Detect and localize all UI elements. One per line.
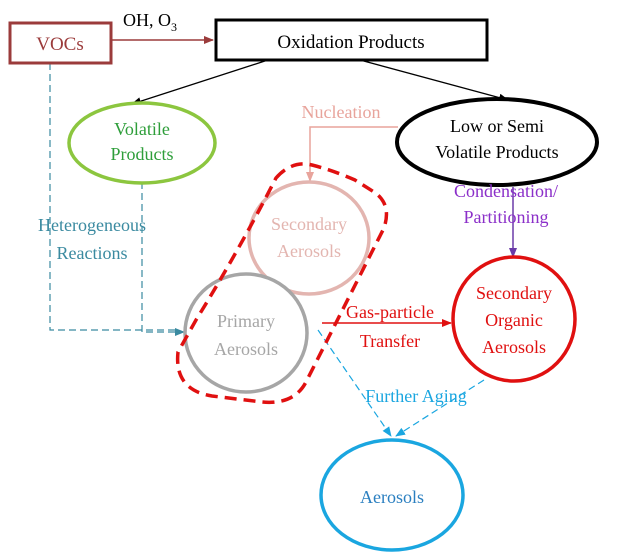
edge-gas-particle-label-1: Gas-particle [346, 302, 434, 322]
node-primary-label-2: Aerosols [214, 339, 278, 359]
node-volatile-ellipse [67, 101, 217, 185]
node-volatile-label-1: Volatile [114, 119, 170, 139]
aerosol-group-outline [175, 162, 389, 405]
edge-oh-o3-label: OH, O3 [123, 10, 177, 34]
edge-nucleation-label: Nucleation [302, 102, 381, 122]
node-soa-label-3: Aerosols [482, 337, 546, 357]
node-soa-ellipse [451, 255, 577, 383]
edge-condensation-label-2: Partitioning [464, 207, 549, 227]
edge-volatile-to-primary [141, 182, 185, 336]
edge-heterogeneous-label-1: Heterogeneous [38, 215, 146, 235]
node-aerosols-ellipse [319, 438, 465, 552]
node-oxidation-label: Oxidation Products [277, 32, 424, 53]
node-lowsemi-label-2: Volatile Products [435, 142, 558, 162]
node-aerosols-label: Aerosols [360, 487, 424, 507]
edge-condensation-label-1: Condensation/ [454, 181, 558, 201]
edge-nucleation [306, 126, 398, 182]
edge-gas-particle-label-2: Transfer [360, 331, 420, 351]
edge-vocs-to-primary [49, 52, 175, 331]
edge-oxidation-to-lowsemi [359, 59, 509, 102]
node-oxidation-box [214, 18, 489, 62]
node-soa-label-2: Organic [485, 310, 543, 330]
node-lowsemi-ellipse [395, 97, 599, 187]
node-secondary-ellipse [247, 180, 371, 296]
edge-further-aging-label: Further Aging [365, 386, 467, 406]
node-primary-label-1: Primary [217, 311, 275, 331]
node-secondary-label-1: Secondary [271, 214, 347, 234]
node-vocs-box [8, 21, 113, 65]
edge-soa-to-aerosols [395, 379, 485, 437]
node-volatile-label-2: Products [111, 144, 174, 164]
edge-heterogeneous-label-2: Reactions [57, 243, 128, 263]
node-secondary-label-2: Aerosols [277, 241, 341, 261]
node-soa-label-1: Secondary [476, 283, 552, 303]
node-vocs-label: VOCs [36, 34, 84, 55]
edge-oxidation-to-volatile [131, 59, 269, 106]
node-lowsemi-label-1: Low or Semi [450, 116, 544, 136]
node-primary-ellipse [183, 272, 309, 394]
